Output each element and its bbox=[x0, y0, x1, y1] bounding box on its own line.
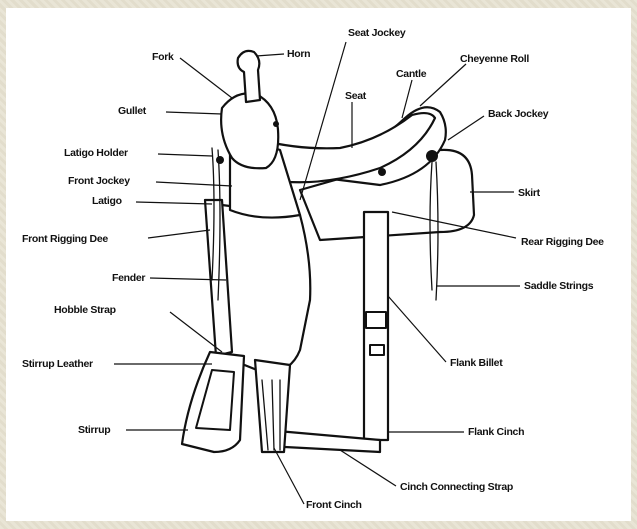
label-stirrup: Stirrup bbox=[78, 424, 110, 436]
label-front-cinch: Front Cinch bbox=[306, 499, 362, 511]
label-flank-billet: Flank Billet bbox=[450, 357, 503, 369]
flank-billet-strap bbox=[364, 212, 388, 440]
label-skirt: Skirt bbox=[518, 187, 541, 199]
label-front-jockey: Front Jockey bbox=[68, 175, 130, 187]
label-hobble-strap: Hobble Strap bbox=[54, 304, 116, 316]
label-fender: Fender bbox=[112, 272, 145, 284]
label-cinch-connecting-strap: Cinch Connecting Strap bbox=[400, 481, 513, 493]
label-seat: Seat bbox=[345, 90, 367, 102]
label-cantle: Cantle bbox=[396, 68, 427, 80]
label-gullet: Gullet bbox=[118, 105, 147, 117]
label-back-jockey: Back Jockey bbox=[488, 108, 549, 120]
label-horn: Horn bbox=[287, 48, 310, 60]
label-fork: Fork bbox=[152, 51, 174, 63]
label-front-rigging-dee: Front Rigging Dee bbox=[22, 233, 108, 245]
label-cheyenne-roll: Cheyenne Roll bbox=[460, 53, 529, 65]
label-saddle-strings: Saddle Strings bbox=[524, 280, 594, 292]
label-stirrup-leather: Stirrup Leather bbox=[22, 358, 93, 370]
label-seat-jockey: Seat Jockey bbox=[348, 27, 406, 39]
label-latigo: Latigo bbox=[92, 195, 122, 207]
label-flank-cinch: Flank Cinch bbox=[468, 426, 524, 438]
label-rear-rigging-dee: Rear Rigging Dee bbox=[521, 236, 604, 248]
label-latigo-holder: Latigo Holder bbox=[64, 147, 128, 159]
fender-shape bbox=[222, 205, 310, 372]
saddle-string-concho bbox=[426, 150, 438, 162]
